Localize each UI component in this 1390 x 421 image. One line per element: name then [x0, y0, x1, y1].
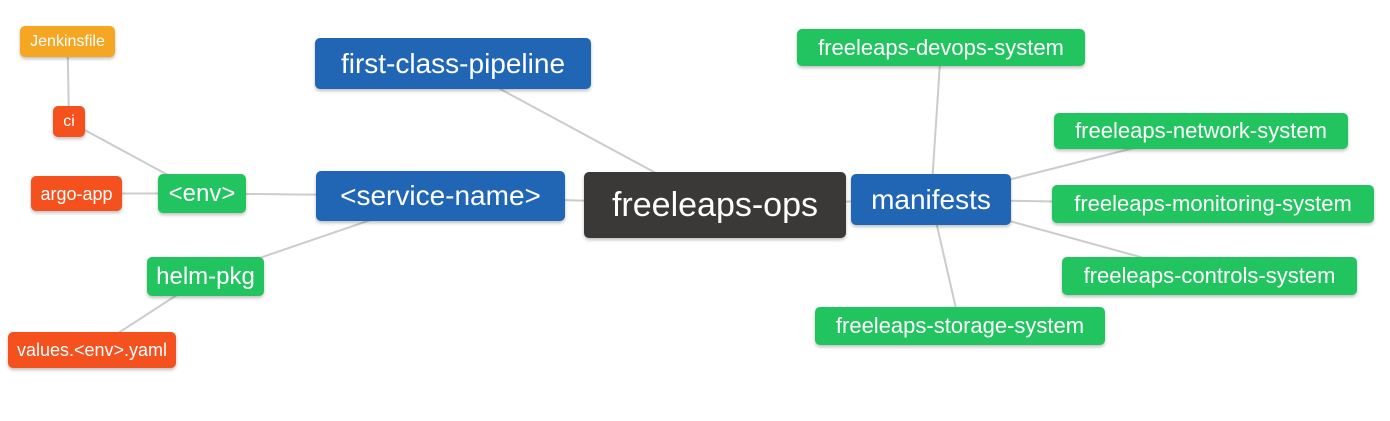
- node-label-ci: ci: [63, 112, 75, 130]
- node-jenkinsfile[interactable]: Jenkinsfile: [20, 26, 115, 57]
- node-label-values-env-yaml: values.<env>.yaml: [16, 340, 168, 360]
- node-label-freeleaps-storage-system: freeleaps-storage-system: [835, 313, 1085, 338]
- node-freeleaps-network-system[interactable]: freeleaps-network-system: [1054, 113, 1348, 149]
- node-ci[interactable]: ci: [53, 106, 85, 137]
- node-label-argo-app: argo-app: [40, 183, 113, 204]
- node-freeleaps-storage-system[interactable]: freeleaps-storage-system: [815, 307, 1105, 345]
- node-label-freeleaps-network-system: freeleaps-network-system: [1075, 118, 1327, 143]
- node-freeleaps-devops-system[interactable]: freeleaps-devops-system: [797, 29, 1085, 66]
- node-argo-app[interactable]: argo-app: [31, 176, 122, 211]
- node-values-env-yaml[interactable]: values.<env>.yaml: [8, 332, 176, 368]
- node-label-jenkinsfile: Jenkinsfile: [30, 32, 105, 50]
- node-freeleaps-controls-system[interactable]: freeleaps-controls-system: [1062, 257, 1357, 295]
- node-label-manifests: manifests: [871, 183, 991, 215]
- node-manifests[interactable]: manifests: [851, 174, 1011, 225]
- node-label-service-name: <service-name>: [340, 180, 541, 211]
- node-label-env: <env>: [168, 179, 236, 207]
- node-label-freeleaps-ops: freeleaps-ops: [611, 186, 818, 224]
- node-freeleaps-ops[interactable]: freeleaps-ops: [584, 172, 846, 238]
- node-label-first-class-pipeline: first-class-pipeline: [340, 47, 566, 79]
- node-label-freeleaps-monitoring-system: freeleaps-monitoring-system: [1074, 191, 1352, 216]
- node-label-helm-pkg: helm-pkg: [156, 262, 255, 290]
- node-first-class-pipeline[interactable]: first-class-pipeline: [315, 38, 591, 89]
- node-service-name[interactable]: <service-name>: [316, 171, 565, 221]
- node-freeleaps-monitoring-system[interactable]: freeleaps-monitoring-system: [1052, 185, 1374, 223]
- node-label-freeleaps-devops-system: freeleaps-devops-system: [818, 34, 1064, 60]
- node-env[interactable]: <env>: [158, 174, 246, 213]
- node-helm-pkg[interactable]: helm-pkg: [147, 257, 264, 296]
- node-label-freeleaps-controls-system: freeleaps-controls-system: [1083, 263, 1336, 288]
